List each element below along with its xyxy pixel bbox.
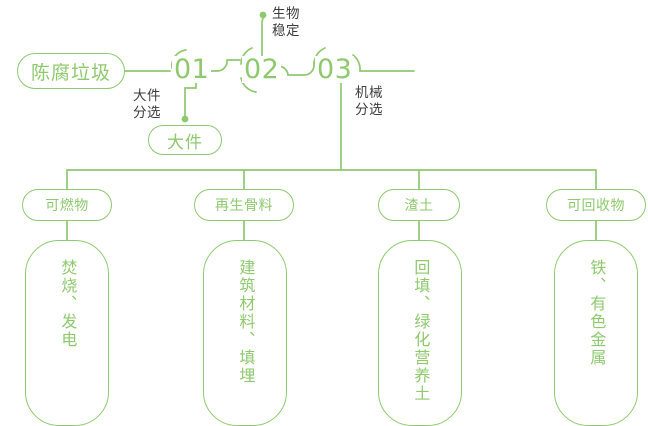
stage-number-02[interactable]: 02: [242, 54, 282, 85]
stage-number-03[interactable]: 03: [315, 54, 355, 85]
node-root-waste[interactable]: 陈腐垃圾: [17, 53, 125, 89]
category-pill-3-label: 渣土: [404, 198, 434, 214]
outcome-box-3[interactable]: 回填、绿化营养土: [378, 240, 462, 426]
arc-02-top: [240, 47, 253, 65]
arc-02-bottom: [240, 77, 257, 93]
outcome-box-2[interactable]: 建筑材料、填埋: [203, 240, 287, 426]
outcome-box-3-text: 回填、绿化营养土: [411, 259, 431, 403]
annotation-stage-02: 生物 稳定: [272, 6, 300, 40]
outcome-box-1[interactable]: 焚烧、发电: [25, 240, 109, 426]
outcome-box-4[interactable]: 铁、有色金属: [554, 240, 638, 426]
category-pill-2[interactable]: 再生骨料: [194, 189, 294, 221]
node-bulky-output-label: 大件: [167, 132, 203, 153]
outcome-box-2-text: 建筑材料、填埋: [236, 259, 256, 385]
diagram-canvas: 陈腐垃圾 01 02 03 大件 分选 生物 稳定 机械 分选 大件 可燃物 再…: [17, 6, 646, 426]
annotation-stage-01: 大件 分选: [133, 88, 161, 122]
category-pill-1[interactable]: 可燃物: [22, 189, 112, 221]
stage-number-01[interactable]: 01: [172, 54, 212, 85]
wire-01-to-02: [205, 59, 241, 72]
category-pill-1-label: 可燃物: [45, 198, 89, 214]
category-pill-3[interactable]: 渣土: [378, 189, 460, 221]
category-pill-4-label: 可回收物: [567, 198, 625, 214]
node-root-waste-label: 陈腐垃圾: [30, 61, 111, 84]
arc-03-top: [313, 47, 326, 65]
outcome-box-4-text: 铁、有色金属: [587, 259, 607, 367]
dot-bulky: [181, 115, 189, 123]
outcome-box-1-text: 焚烧、发电: [58, 259, 78, 349]
category-pill-2-label: 再生骨料: [215, 198, 273, 214]
wire-02-to-03: [278, 61, 315, 76]
wire-02-to-bio: [261, 17, 264, 61]
wire-01-to-bulky: [184, 77, 197, 119]
wire-03-right-tail: [352, 54, 415, 72]
node-bulky-output[interactable]: 大件: [148, 125, 222, 155]
annotation-stage-03: 机械 分选: [355, 85, 383, 119]
category-pill-4[interactable]: 可回收物: [546, 189, 646, 221]
dot-bio: [259, 11, 267, 19]
connector-lines: [66, 11, 597, 241]
